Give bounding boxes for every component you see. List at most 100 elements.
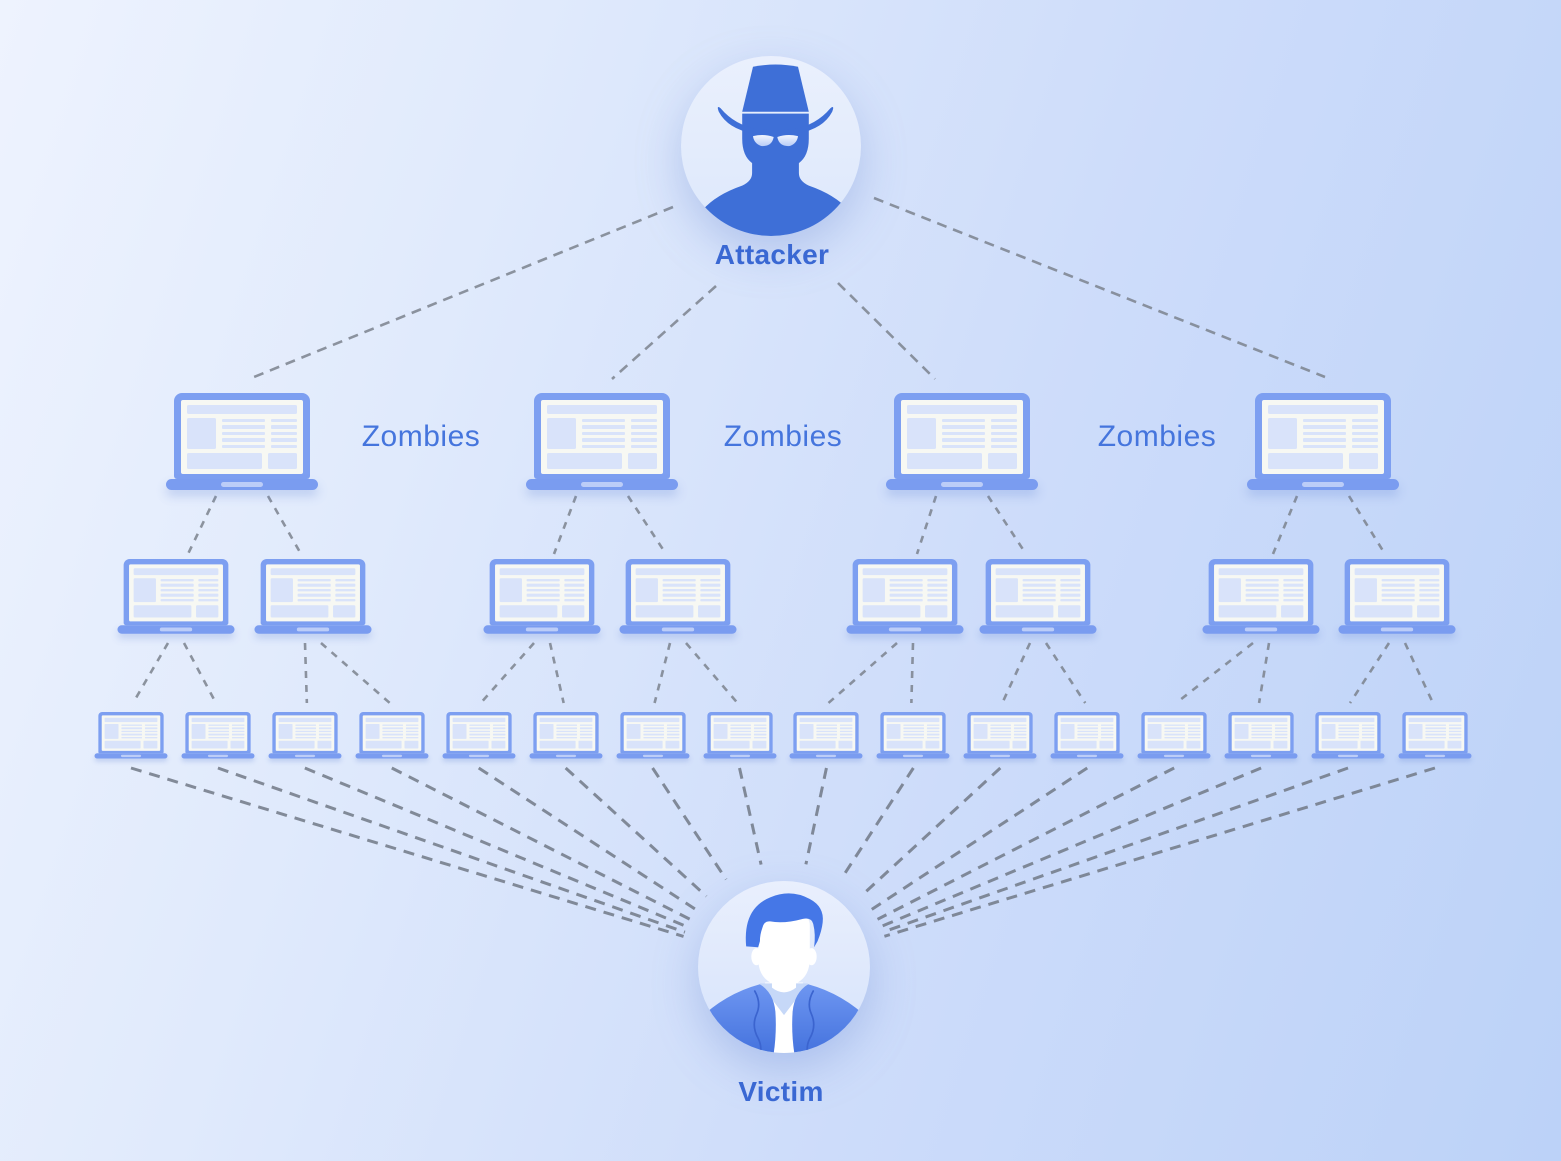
laptop-base — [355, 753, 429, 759]
laptop-screen — [985, 559, 1091, 626]
zombie-to-victim-link — [882, 766, 1349, 934]
laptop-base — [963, 753, 1037, 759]
attacker-to-zombie-link-2 — [611, 285, 717, 380]
zombie-laptop-zombies-tier-3-6 — [529, 712, 603, 759]
zombie-laptop-zombies-tier-3-12 — [1050, 712, 1124, 759]
laptop-screen — [967, 712, 1033, 754]
zombie-to-victim-link — [870, 766, 1089, 911]
zombie-laptop-zombies-tier-3-11 — [963, 712, 1037, 759]
laptop-screen — [123, 559, 229, 626]
zombie-to-victim-link — [304, 766, 688, 929]
laptop-base — [529, 753, 603, 759]
laptop-screen — [534, 393, 670, 479]
zombie-to-victim-link — [860, 766, 1002, 898]
laptop-base — [166, 479, 318, 490]
laptop-screen — [533, 712, 599, 754]
laptop-screen — [98, 712, 164, 754]
laptop-screen — [185, 712, 251, 754]
laptop-screen — [489, 559, 595, 626]
tier2-to-tier3-link — [1403, 642, 1435, 704]
tier2-to-tier3-link — [182, 642, 218, 704]
zombie-laptop-zombies-tier-3-15 — [1311, 712, 1385, 759]
laptop-screen — [174, 393, 310, 479]
laptop-screen — [852, 559, 958, 626]
laptop-screen — [272, 712, 338, 754]
tier2-to-tier3-link — [1001, 642, 1032, 704]
zombie-laptop-zombies-tier-3-5 — [442, 712, 516, 759]
tier2-to-tier3-link — [827, 642, 898, 704]
zombie-laptop-zombies-tier-2-7 — [1202, 559, 1320, 634]
laptop-screen — [706, 712, 773, 754]
laptop-base — [1338, 625, 1456, 634]
laptop-screen — [619, 712, 686, 754]
tier1-to-tier2-link — [1271, 495, 1299, 555]
laptop-base — [1050, 753, 1124, 759]
zombie-laptop-zombies-tier-3-10 — [876, 712, 950, 759]
laptop-base — [268, 753, 342, 759]
zombie-to-victim-link — [804, 767, 828, 865]
laptop-screen — [793, 712, 860, 754]
tier1-to-tier2-link — [552, 495, 578, 555]
laptop-base — [1247, 479, 1399, 490]
zombie-to-victim-link — [217, 766, 686, 934]
tier1-to-tier2-link — [266, 495, 303, 555]
attacker-to-zombie-link-3 — [837, 282, 936, 380]
attacker-node — [681, 56, 861, 236]
zombie-laptop-zombies-tier-3-8 — [703, 712, 776, 759]
zombie-laptop-zombies-tier-1-2 — [526, 393, 678, 490]
laptop-screen — [1344, 559, 1450, 626]
zombie-laptop-zombies-tier-2-1 — [117, 559, 235, 634]
zombie-laptop-zombies-tier-1-3 — [886, 393, 1038, 490]
zombie-laptop-zombies-tier-3-13 — [1137, 712, 1211, 759]
laptop-base — [1311, 753, 1385, 759]
zombies-label-3: Zombies — [1097, 420, 1217, 453]
laptop-base — [876, 753, 950, 759]
zombie-to-victim-link — [130, 766, 684, 938]
zombie-laptop-zombies-tier-2-2 — [254, 559, 372, 634]
tier2-to-tier3-link — [685, 642, 739, 704]
zombie-to-victim-link — [651, 767, 728, 881]
zombie-laptop-zombies-tier-3-3 — [268, 712, 342, 759]
laptop-screen — [1315, 712, 1381, 754]
tier1-to-tier2-link — [1347, 495, 1387, 555]
zombie-to-victim-link — [564, 766, 708, 898]
laptop-screen — [1402, 712, 1468, 754]
zombie-laptop-zombies-tier-2-4 — [619, 559, 737, 634]
attacker-to-zombie-link-4 — [873, 196, 1326, 379]
zombie-to-victim-link — [883, 766, 1436, 938]
laptop-screen — [359, 712, 425, 754]
attacker-label: Attacker — [714, 239, 830, 270]
zombie-laptop-zombies-tier-2-8 — [1338, 559, 1456, 634]
laptop-base — [1202, 625, 1320, 634]
laptop-base — [181, 753, 255, 759]
zombie-laptop-zombies-tier-2-3 — [483, 559, 601, 634]
laptop-base — [526, 479, 678, 490]
laptop-screen — [1255, 393, 1391, 479]
zombie-laptop-zombies-tier-2-5 — [846, 559, 964, 634]
attacker-to-zombie-link-1 — [248, 205, 674, 381]
zombie-laptop-zombies-tier-3-14 — [1224, 712, 1298, 759]
laptop-screen — [260, 559, 366, 626]
laptop-base — [254, 625, 372, 634]
laptop-screen — [1054, 712, 1120, 754]
zombie-laptop-zombies-tier-1-1 — [166, 393, 318, 490]
zombie-to-victim-link — [880, 766, 1262, 928]
laptop-base — [1137, 753, 1211, 759]
laptop-base — [789, 753, 863, 759]
laptop-screen — [1208, 559, 1314, 626]
laptop-screen — [625, 559, 731, 626]
tier2-to-tier3-link — [320, 642, 391, 704]
zombie-to-victim-link — [839, 767, 915, 880]
zombie-to-victim-link — [477, 766, 697, 911]
laptop-screen — [1228, 712, 1294, 754]
tier2-to-tier3-link — [131, 642, 170, 704]
zombie-laptop-zombies-tier-3-4 — [355, 712, 429, 759]
zombie-laptop-zombies-tier-3-9 — [789, 712, 863, 759]
tier1-to-tier2-link — [915, 495, 938, 555]
tier2-to-tier3-link — [303, 642, 309, 704]
zombies-label-2: Zombies — [723, 420, 843, 453]
laptop-screen — [446, 712, 512, 754]
laptop-base — [979, 625, 1097, 634]
laptop-base — [619, 625, 737, 634]
laptop-base — [117, 625, 235, 634]
